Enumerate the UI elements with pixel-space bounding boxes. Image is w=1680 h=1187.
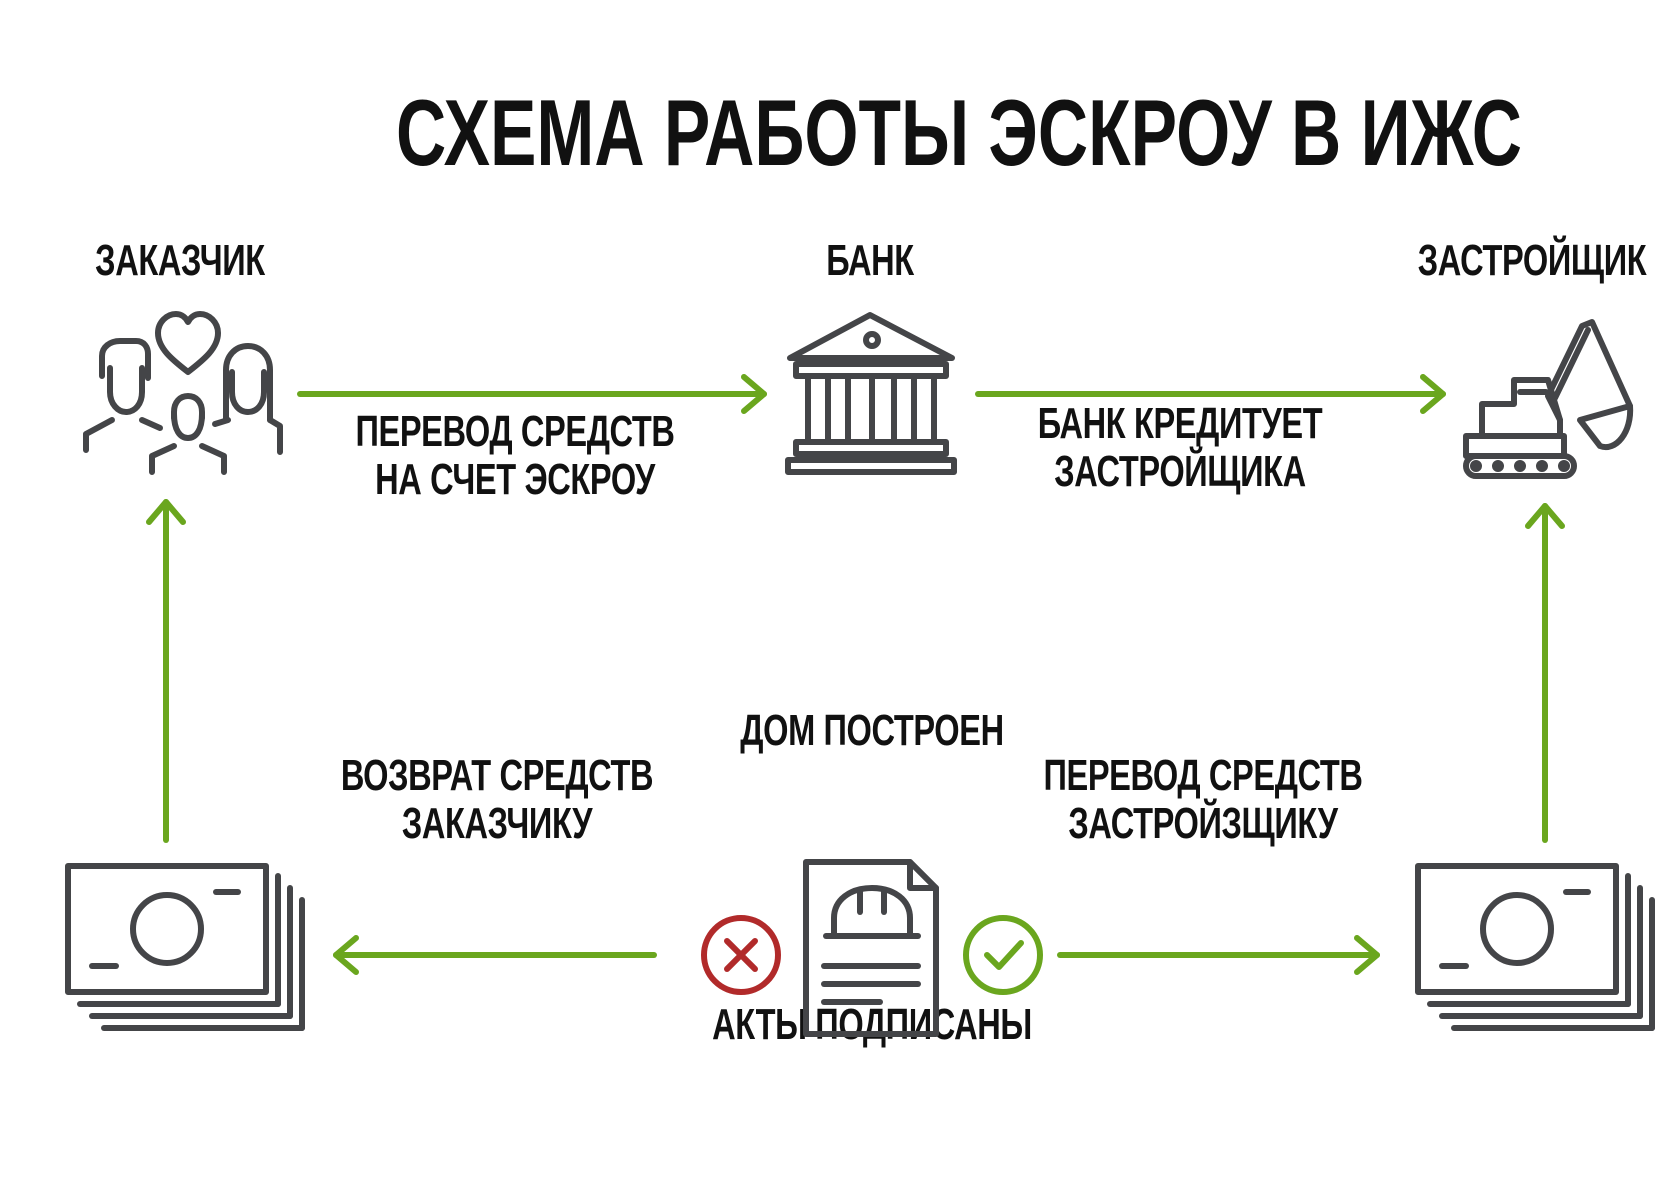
- bank-label: БАНК: [826, 236, 914, 285]
- arrow-refund-to-money: [333, 935, 657, 975]
- edge-label-line: ПЕРЕВОД СРЕДСТВ: [355, 407, 675, 456]
- money-stack-icon: [65, 863, 305, 1031]
- edge-label-line: ЗАКАЗЧИКУ: [401, 799, 593, 848]
- acts-signed-label: АКТЫ ПОДПИСАНЫ: [712, 1000, 1032, 1049]
- builder-label: ЗАСТРОЙЩИК: [1417, 236, 1647, 285]
- edge-label-line: ПЕРЕВОД СРЕДСТВ: [1043, 751, 1363, 800]
- edge-label-line: ЗАСТРОЙЩИКА: [1054, 447, 1306, 496]
- bank-icon: [785, 312, 957, 475]
- house-built-label: ДОМ ПОСТРОЕН: [740, 706, 1004, 755]
- arrow-customer-to-bank: [297, 374, 767, 414]
- money-stack-icon: [1415, 863, 1655, 1031]
- check-circle-icon: [963, 915, 1043, 995]
- edge-label-line: ВОЗВРАТ СРЕДСТВ: [340, 751, 654, 800]
- edge-label-bank-to-builder: БАНК КРЕДИТУЕТ ЗАСТРОЙЩИКА: [988, 400, 1373, 496]
- customer-label: ЗАКАЗЧИК: [95, 236, 265, 285]
- arrow-refund-up-to-customer: [146, 499, 186, 843]
- family-icon: [83, 311, 283, 475]
- arrow-payout-to-money: [1057, 935, 1380, 975]
- document-hardhat-icon: [803, 859, 939, 1037]
- edge-label-line: ЗАСТРОЙЗЩИКУ: [1068, 799, 1338, 848]
- edge-label-payout: ПЕРЕВОД СРЕДСТВ ЗАСТРОЙЗЩИКУ: [1011, 752, 1396, 848]
- edge-label-line: НА СЧЕТ ЭСКРОУ: [375, 455, 655, 504]
- excavator-icon: [1463, 319, 1634, 479]
- edge-label-line: БАНК КРЕДИТУЕТ: [1037, 399, 1323, 448]
- edge-label-refund: ВОЗВРАТ СРЕДСТВ ЗАКАЗЧИКУ: [305, 752, 690, 848]
- edge-label-customer-to-bank: ПЕРЕВОД СРЕДСТВ НА СЧЕТ ЭСКРОУ: [323, 408, 708, 504]
- arrow-bank-to-builder: [975, 374, 1446, 414]
- cross-circle-icon: [701, 915, 781, 995]
- arrow-payout-up-to-builder: [1525, 503, 1565, 843]
